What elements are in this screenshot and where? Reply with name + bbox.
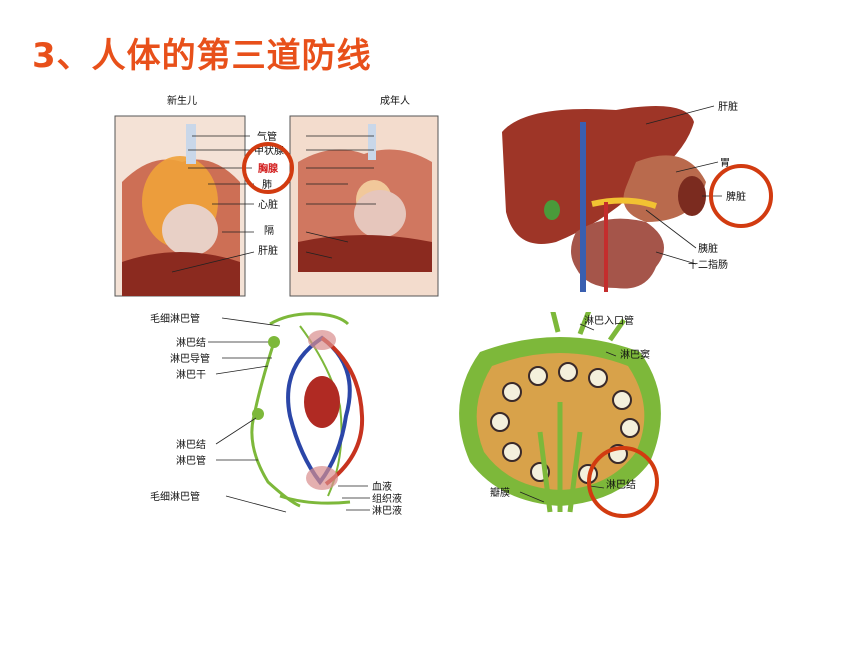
label-lymph-node-top: 淋巴结 [176,336,206,349]
label-stomach: 胃 [720,157,730,169]
label-lymph-trunk: 淋巴干 [176,368,206,381]
spleen-highlight-ring [709,164,773,228]
label-lymph-node: 淋巴结 [606,478,636,491]
label-lymph-vessel: 淋巴管 [176,454,206,467]
label-lymph-capillary-top: 毛细淋巴管 [150,312,200,325]
label-lymph-duct: 淋巴导管 [170,352,210,365]
label-valve: 瓣膜 [490,487,510,499]
label-trachea: 气管 [257,130,277,143]
label-afferent-vessel: 淋巴入口管 [584,314,634,327]
label-lymph-sinus: 淋巴窦 [620,348,650,361]
label-duodenum: 十二指肠 [688,258,728,271]
caption-adult: 成年人 [380,94,410,107]
lymph-follicles [490,362,640,484]
label-lymph-node-bottom: 淋巴结 [176,438,206,451]
label-liver: 肝脏 [258,244,278,257]
lymph-node-top [268,336,280,348]
label-blood: 血液 [372,480,392,493]
label-diaphragm: 隔 [264,225,274,237]
label-thymus: 胸腺 [258,162,279,175]
caption-newborn: 新生儿 [167,94,197,107]
label-heart: 心脏 [258,198,278,211]
label-lymph-capillary-bottom: 毛细淋巴管 [150,490,200,503]
label-lung: 肺 [262,179,272,191]
lymph-node-figure: 淋巴入口管 淋巴窦 淋巴结 瓣膜 [440,307,680,524]
heart [304,376,340,428]
lymph-circulation-figure: 毛细淋巴管 淋巴结 淋巴导管 淋巴干 淋巴结 淋巴管 毛细淋巴管 血液 组织液 … [150,306,420,526]
intestine-organ [571,218,664,289]
label-spleen: 脾脏 [726,190,746,203]
slide-title: 3、人体的第三道防线 [32,36,372,76]
thymus-highlight-ring [242,142,294,194]
lymph-node-highlight-ring [587,446,659,518]
spleen-organ [678,176,706,216]
lymph-node-mid [252,408,264,420]
label-pancreas: 胰脏 [698,242,718,255]
thymus-comparison-figure: 新生儿 成年人 气管 甲状腺 胸腺 肺 心脏 [112,92,442,302]
pancreas-organ [591,197,657,209]
label-lymph-fluid: 淋巴液 [372,504,402,517]
label-liver: 肝脏 [718,100,738,113]
label-tissue-fluid: 组织液 [372,492,402,505]
spleen-organs-figure: 肝脏 胃 脾脏 胰脏 十二指肠 [496,92,776,302]
